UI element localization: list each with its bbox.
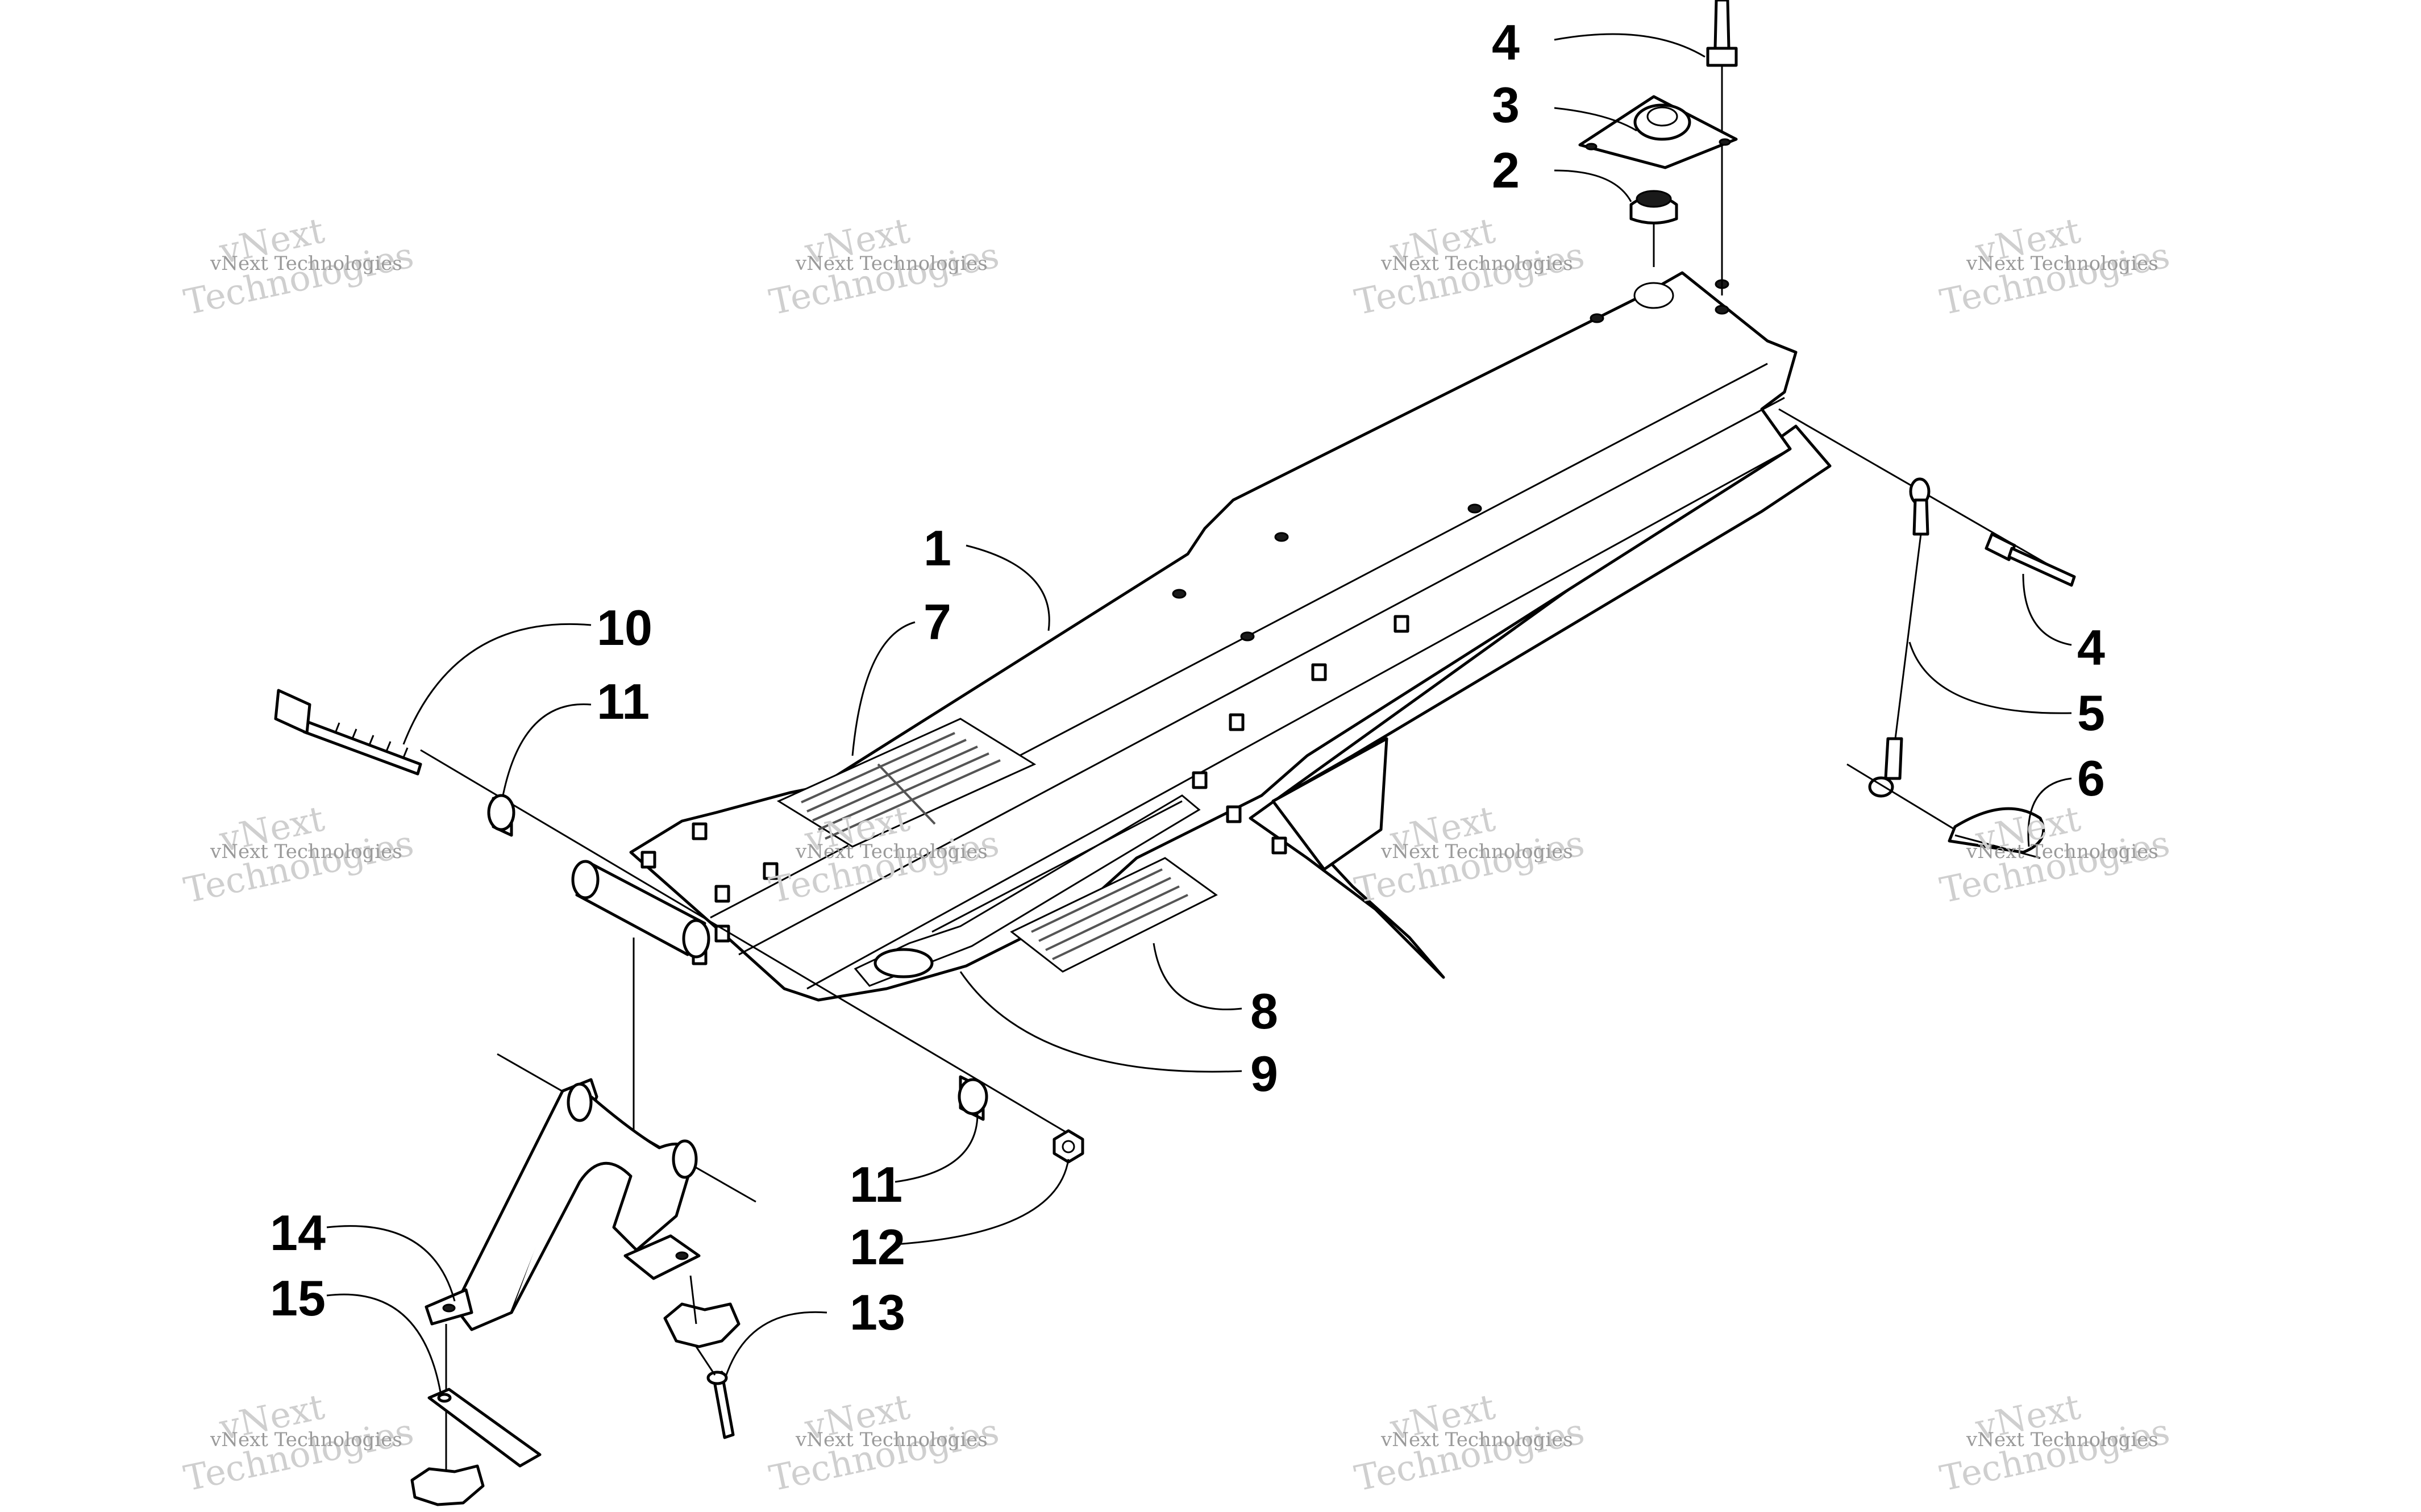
callout-14: 14: [270, 1205, 326, 1261]
callout-9: 9: [1250, 1046, 1278, 1102]
svg-text:vNext Technologies: vNext Technologies: [1380, 840, 1573, 863]
callout-11-upper: 11: [597, 673, 650, 730]
callout-1: 1: [924, 520, 951, 576]
pivot-assembly: [274, 689, 1084, 1164]
watermark-layer: vNext Technologies vNext Technologies vN…: [180, 210, 2173, 1499]
callout-13: 13: [850, 1284, 905, 1340]
callout-11-lower: 11: [850, 1156, 902, 1213]
svg-text:vNext Technologies: vNext Technologies: [210, 1428, 402, 1451]
running-board-part-1: [629, 271, 1832, 1002]
callout-6: 6: [2077, 750, 2105, 806]
svg-text:vNext Technologies: vNext Technologies: [210, 252, 402, 275]
svg-text:vNext Technologies: vNext Technologies: [1966, 252, 2158, 275]
callout-15: 15: [270, 1270, 326, 1326]
callout-4-right: 4: [2077, 619, 2105, 676]
callout-labels: 1 7 10 11 4 3 2 4 5 6 8 9 11 12 13 14 15: [270, 14, 2105, 1340]
svg-text:vNext Technologies: vNext Technologies: [1966, 1428, 2158, 1451]
callout-7: 7: [924, 594, 951, 650]
svg-text:vNext Technologies: vNext Technologies: [1380, 1428, 1573, 1451]
svg-text:vNext Technologies: vNext Technologies: [795, 840, 988, 863]
svg-text:vNext Technologies: vNext Technologies: [795, 1428, 988, 1451]
svg-text:vNext Technologies: vNext Technologies: [210, 840, 402, 863]
leader-lines: [326, 33, 2072, 1393]
callout-10: 10: [597, 599, 652, 656]
svg-text:vNext Technologies: vNext Technologies: [795, 252, 988, 275]
watermark-8: vNext Technologies: [1936, 798, 2173, 911]
bracket-assembly: [410, 1053, 756, 1506]
watermark-3: vNext Technologies: [1351, 210, 1588, 323]
callout-5: 5: [2077, 685, 2105, 741]
tether-assembly: [1778, 408, 2076, 859]
callout-2: 2: [1492, 142, 1520, 198]
callout-4-top: 4: [1492, 14, 1520, 70]
callout-3: 3: [1492, 77, 1520, 133]
mount-assembly: [1578, 0, 1738, 295]
callout-8: 8: [1250, 983, 1278, 1039]
svg-text:vNext Technologies: vNext Technologies: [1380, 252, 1573, 275]
svg-text:vNext Technologies: vNext Technologies: [1966, 840, 2158, 863]
callout-12: 12: [850, 1219, 905, 1275]
